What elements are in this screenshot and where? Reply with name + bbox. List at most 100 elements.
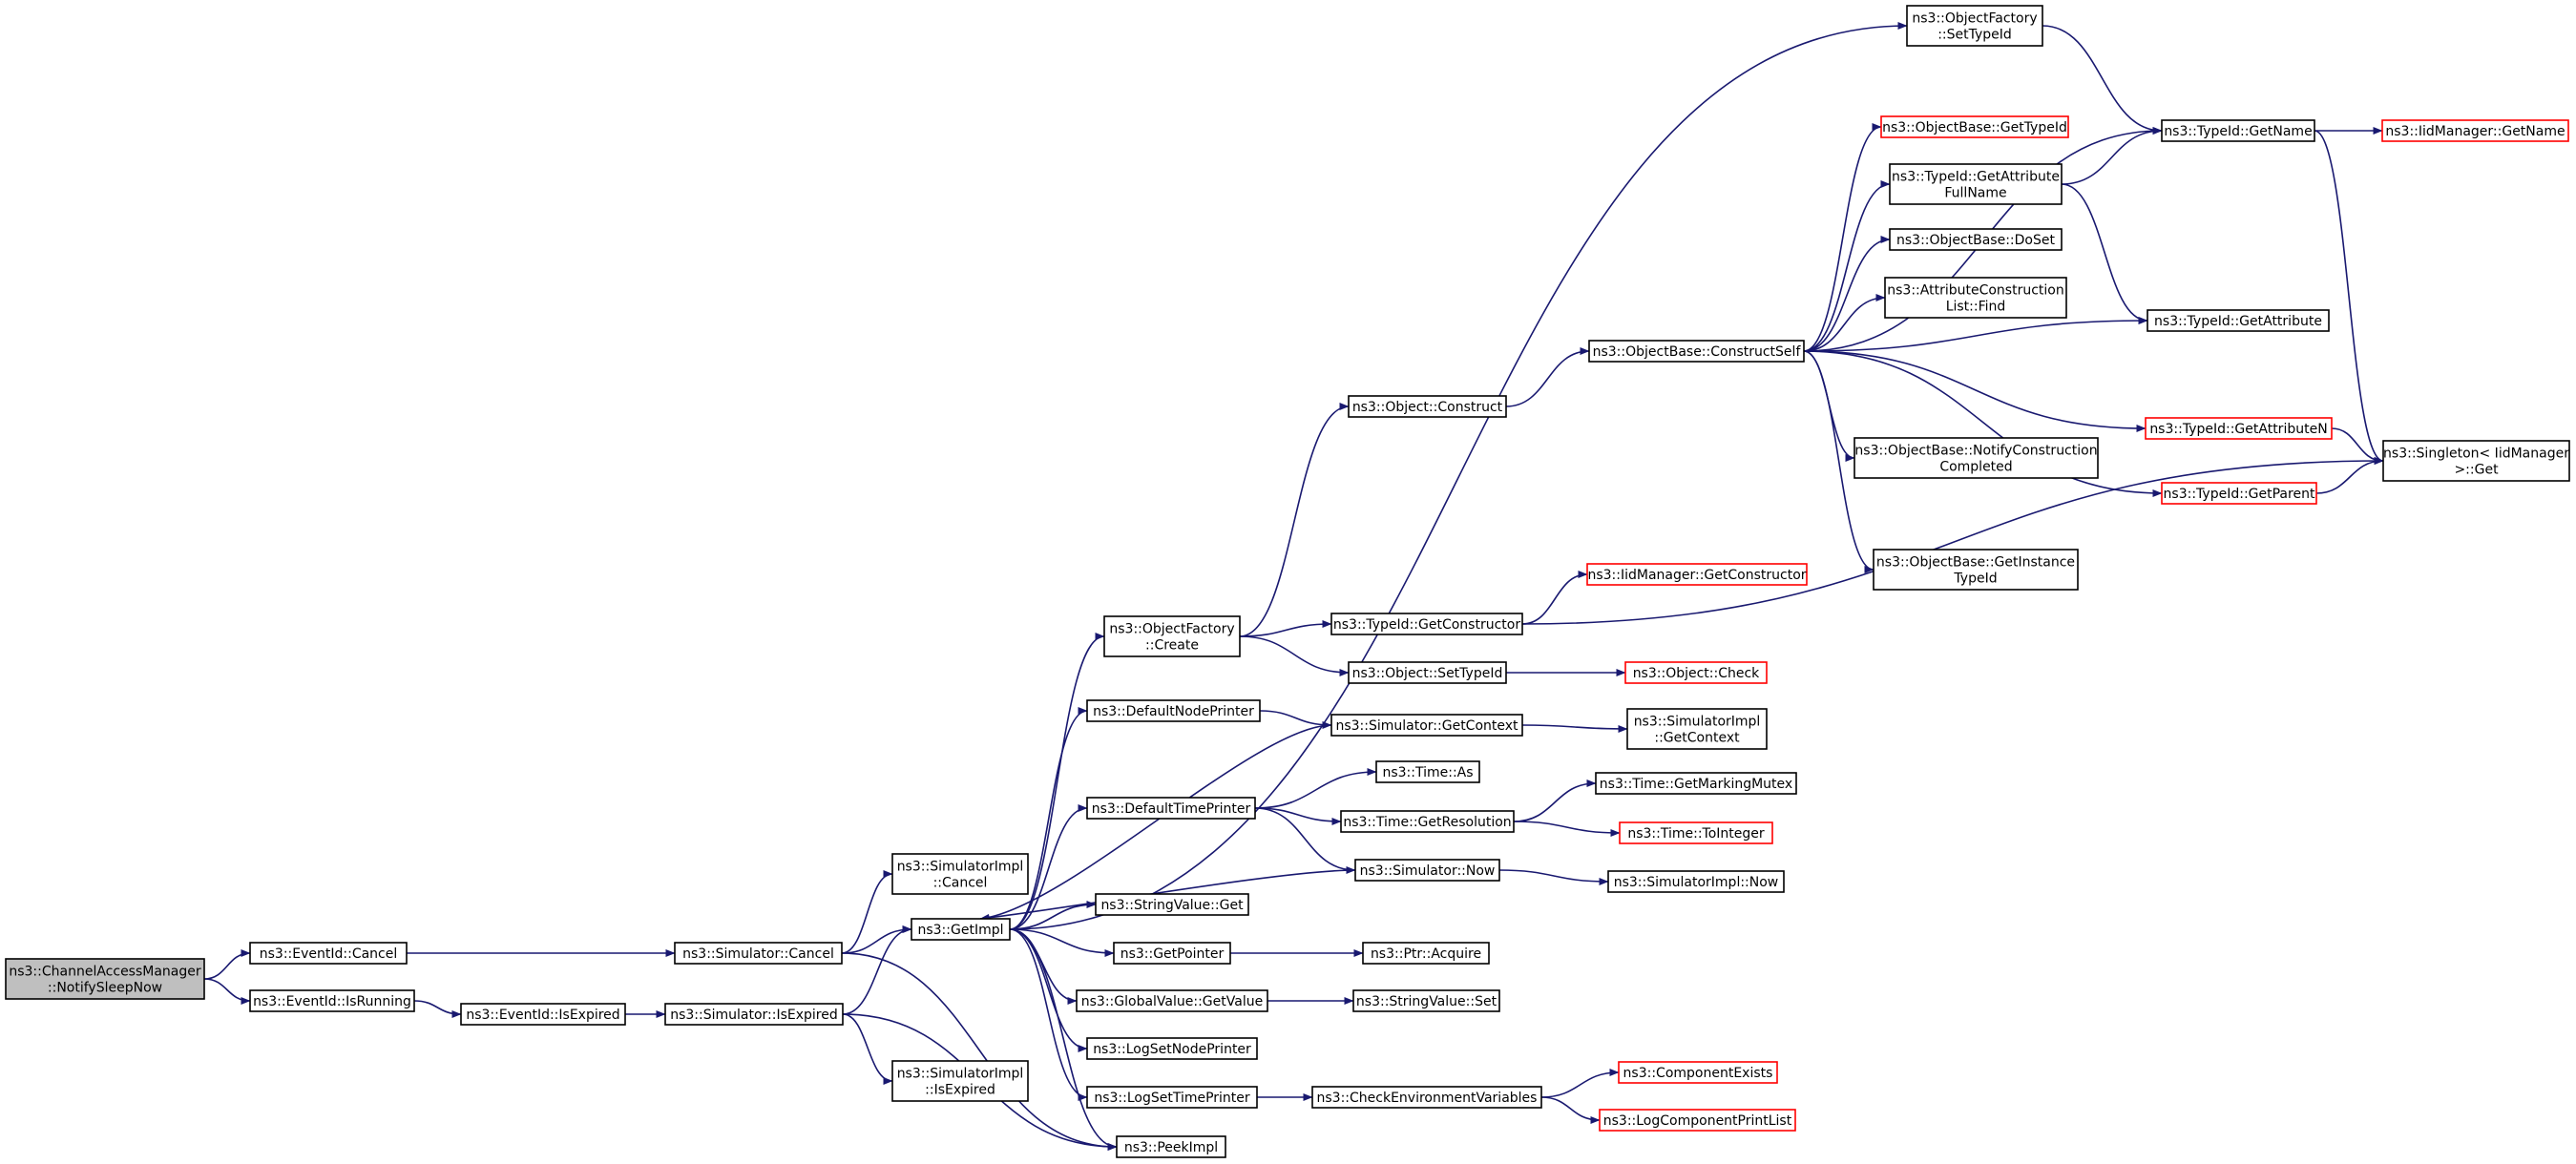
node-singleton_get[interactable]: ns3::Singleton< IidManager >::Get [2382, 440, 2570, 482]
node-box[interactable] [1352, 989, 1500, 1012]
node-stringvalue_get[interactable]: ns3::StringValue::Get [1095, 893, 1249, 916]
node-sim_isexpired[interactable]: ns3::Simulator::IsExpired [664, 1003, 844, 1026]
node-box[interactable] [1311, 1086, 1542, 1109]
node-object_check[interactable]: ns3::Object::Check [1624, 661, 1768, 684]
node-box[interactable] [1348, 661, 1507, 684]
node-object_settypeid[interactable]: ns3::Object::SetTypeId [1348, 661, 1507, 684]
node-box[interactable] [1375, 760, 1480, 783]
node-box[interactable] [2161, 119, 2315, 142]
node-box[interactable] [1595, 772, 1797, 795]
node-peekimpl[interactable]: ns3::PeekImpl [1116, 1135, 1226, 1158]
node-box[interactable] [1873, 549, 2079, 591]
node-time_tointeger[interactable]: ns3::Time::ToInteger [1619, 821, 1773, 844]
node-logcomponentprintlist[interactable]: ns3::LogComponentPrintList [1599, 1109, 1796, 1132]
node-logsetnodeprinter[interactable]: ns3::LogSetNodePrinter [1086, 1037, 1258, 1060]
node-getimpl[interactable]: ns3::GetImpl [911, 918, 1011, 941]
node-of_settypeid[interactable]: ns3::ObjectFactory::SetTypeId [1906, 5, 2043, 47]
node-box[interactable] [1086, 699, 1261, 722]
node-typeid_getconstructor[interactable]: ns3::TypeId::GetConstructor [1330, 613, 1523, 635]
node-box[interactable] [1330, 714, 1523, 737]
node-box[interactable] [1086, 1086, 1258, 1109]
node-box[interactable] [1340, 810, 1515, 833]
node-eid_cancel[interactable]: ns3::EventId::Cancel [249, 942, 408, 965]
node-box[interactable] [891, 853, 1029, 895]
node-eid_isexpired[interactable]: ns3::EventId::IsExpired [460, 1003, 626, 1026]
node-iidmgr_getname[interactable]: ns3::IidManager::GetName [2381, 119, 2569, 142]
node-sim_getcontext[interactable]: ns3::Simulator::GetContext [1330, 714, 1523, 737]
node-sim_now[interactable]: ns3::Simulator::Now [1354, 859, 1500, 882]
node-of_create[interactable]: ns3::ObjectFactory::Create [1103, 615, 1241, 657]
node-deftimeprinter[interactable]: ns3::DefaultTimePrinter [1086, 797, 1256, 820]
node-sim_cancel[interactable]: ns3::Simulator::Cancel [674, 942, 843, 965]
node-box[interactable] [1330, 613, 1523, 635]
node-box[interactable] [1906, 5, 2043, 47]
node-ptr_acquire[interactable]: ns3::Ptr::Acquire [1362, 942, 1490, 965]
node-simimpl_cancel[interactable]: ns3::SimulatorImpl::Cancel [891, 853, 1029, 895]
node-object_construct[interactable]: ns3::Object::Construct [1348, 395, 1507, 418]
node-box[interactable] [460, 1003, 626, 1026]
node-typeid_getname[interactable]: ns3::TypeId::GetName [2161, 119, 2315, 142]
node-box[interactable] [1599, 1109, 1796, 1132]
node-box[interactable] [891, 1060, 1029, 1102]
node-simimpl_isexpired[interactable]: ns3::SimulatorImpl::IsExpired [891, 1060, 1029, 1102]
node-logsettimeprinter[interactable]: ns3::LogSetTimePrinter [1086, 1086, 1258, 1109]
node-box[interactable] [1619, 821, 1773, 844]
node-box[interactable] [1116, 1135, 1226, 1158]
node-box[interactable] [1095, 893, 1249, 916]
node-box[interactable] [1086, 797, 1256, 820]
node-box[interactable] [911, 918, 1011, 941]
node-box[interactable] [2161, 482, 2317, 505]
node-box[interactable] [1853, 437, 2099, 479]
node-componentexists[interactable]: ns3::ComponentExists [1618, 1061, 1778, 1084]
node-box[interactable] [1889, 163, 2063, 205]
node-simimpl_now[interactable]: ns3::SimulatorImpl::Now [1607, 870, 1785, 893]
node-box[interactable] [1354, 859, 1500, 882]
node-box[interactable] [249, 989, 415, 1012]
node-simimpl_getcontext[interactable]: ns3::SimulatorImpl::GetContext [1626, 708, 1768, 750]
node-box[interactable] [1884, 277, 2067, 319]
node-box[interactable] [664, 1003, 844, 1026]
node-time_getmarkingmutex[interactable]: ns3::Time::GetMarkingMutex [1595, 772, 1797, 795]
node-globalvalue_getvalue[interactable]: ns3::GlobalValue::GetValue [1076, 989, 1268, 1012]
node-getpointer[interactable]: ns3::GetPointer [1113, 942, 1231, 965]
node-defnodeprinter[interactable]: ns3::DefaultNodePrinter [1086, 699, 1261, 722]
node-box[interactable] [1103, 615, 1241, 657]
node-box[interactable] [2145, 417, 2333, 440]
node-checkenv[interactable]: ns3::CheckEnvironmentVariables [1311, 1086, 1542, 1109]
node-objbase_notifyconstructioncompleted[interactable]: ns3::ObjectBase::NotifyConstructionCompl… [1853, 437, 2099, 479]
node-time_getresolution[interactable]: ns3::Time::GetResolution [1340, 810, 1515, 833]
node-box[interactable] [1348, 395, 1507, 418]
node-box[interactable] [2382, 440, 2570, 482]
node-box[interactable] [2147, 309, 2330, 332]
node-box[interactable] [1113, 942, 1231, 965]
node-box[interactable] [1618, 1061, 1778, 1084]
node-box[interactable] [1362, 942, 1490, 965]
node-box[interactable] [1586, 563, 1808, 586]
node-eid_isrunning[interactable]: ns3::EventId::IsRunning [249, 989, 415, 1012]
node-iidmgr_getconstructor[interactable]: ns3::IidManager::GetConstructor [1586, 563, 1808, 586]
node-box[interactable] [1889, 228, 2063, 251]
node-box[interactable] [1880, 115, 2069, 138]
node-typeid_getattribute[interactable]: ns3::TypeId::GetAttribute [2147, 309, 2330, 332]
node-box[interactable] [1076, 989, 1268, 1012]
node-typeid_getattributen[interactable]: ns3::TypeId::GetAttributeN [2145, 417, 2333, 440]
node-box[interactable] [249, 942, 408, 965]
node-box[interactable] [1624, 661, 1768, 684]
node-objbase_gettypeid[interactable]: ns3::ObjectBase::GetTypeId [1880, 115, 2069, 138]
node-box[interactable] [1607, 870, 1785, 893]
node-typeid_getparent[interactable]: ns3::TypeId::GetParent [2161, 482, 2317, 505]
node-box[interactable] [674, 942, 843, 965]
node-time_as[interactable]: ns3::Time::As [1375, 760, 1480, 783]
node-root[interactable]: ns3::ChannelAccessManager::NotifySleepNo… [5, 958, 205, 1000]
node-box[interactable] [1086, 1037, 1258, 1060]
node-box[interactable] [1588, 340, 1805, 363]
node-objbase_doset[interactable]: ns3::ObjectBase::DoSet [1889, 228, 2063, 251]
node-box[interactable] [1626, 708, 1768, 750]
node-stringvalue_set[interactable]: ns3::StringValue::Set [1352, 989, 1500, 1012]
node-box[interactable] [2381, 119, 2569, 142]
node-objbase_constructself[interactable]: ns3::ObjectBase::ConstructSelf [1588, 340, 1805, 363]
node-box[interactable] [5, 958, 205, 1000]
